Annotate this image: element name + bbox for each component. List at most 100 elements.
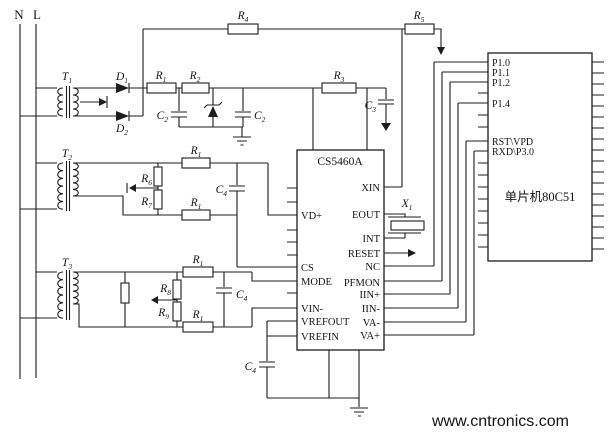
cs5460a-name: CS5460A bbox=[317, 156, 363, 168]
pin-vinminus: VIN- bbox=[301, 304, 324, 315]
label-c4-t3: C4 bbox=[236, 289, 248, 303]
pin-cs: CS bbox=[301, 263, 314, 274]
pin-vrefin: VREFIN bbox=[301, 332, 339, 343]
resistor-r1-t2-bot bbox=[181, 209, 211, 221]
capacitor-c2-right bbox=[235, 88, 251, 127]
resistor-r9 bbox=[172, 301, 182, 322]
pin-p11: P1.1 bbox=[492, 68, 510, 79]
label-t3: T3 bbox=[62, 257, 72, 271]
transformer-t1: T1 bbox=[57, 29, 147, 118]
capacitor-c2-left bbox=[171, 88, 187, 127]
label-c2-right: C2 bbox=[254, 110, 266, 124]
pin-vaminus: VA- bbox=[363, 318, 381, 329]
label-r1-t3-bot: R1 bbox=[192, 309, 204, 323]
label-c3: C3 bbox=[365, 100, 377, 114]
pin-int: INT bbox=[363, 234, 381, 245]
resistor-r3 bbox=[321, 82, 357, 94]
pin-iinplus: IIN+ bbox=[360, 290, 381, 301]
earth-ground bbox=[179, 126, 251, 146]
resistor-r1-t3-top bbox=[182, 266, 214, 278]
label-r1-t3-top: R1 bbox=[192, 254, 204, 268]
label-d1: D1 bbox=[115, 71, 128, 85]
label-r6: R6 bbox=[140, 173, 152, 187]
crystal-body bbox=[390, 220, 425, 231]
pin-rst-vpd: RST\VPD bbox=[492, 137, 533, 148]
resistor-r6 bbox=[153, 166, 163, 187]
resistor-r4 bbox=[227, 23, 259, 35]
top-supply-line: R4 R5 bbox=[143, 10, 445, 188]
resistor-r7 bbox=[153, 189, 163, 210]
label-t1: T1 bbox=[62, 71, 72, 85]
resistor-r2 bbox=[181, 82, 210, 94]
zener-diode bbox=[203, 88, 223, 127]
resistor-r8 bbox=[172, 279, 182, 300]
pin-p10: P1.0 bbox=[492, 58, 510, 69]
label-r7: R7 bbox=[140, 196, 152, 210]
cs5460a-left-ticks bbox=[287, 187, 297, 294]
capacitor-c3 bbox=[378, 88, 394, 123]
label-c4-t2: C4 bbox=[216, 184, 228, 198]
vref-decoupling: C4 bbox=[245, 320, 368, 417]
pin-vaplus: VA+ bbox=[360, 331, 380, 342]
mcu-body bbox=[487, 52, 593, 262]
capacitor-c4-t3 bbox=[216, 272, 232, 327]
wiper-arrow-t3 bbox=[151, 296, 158, 304]
pin-pfmon: PFMON bbox=[344, 278, 381, 289]
capacitor-c4-t2 bbox=[229, 163, 297, 268]
cs5460a-chip: CS5460A VD+ CS MODE VIN- VREFOUT VREFIN … bbox=[287, 149, 385, 351]
resistor-unlabeled bbox=[120, 282, 130, 304]
wiper-arrow-t2 bbox=[129, 184, 136, 192]
label-r4: R4 bbox=[237, 10, 249, 24]
pin-nc: NC bbox=[365, 262, 380, 273]
diode-d1 bbox=[116, 83, 129, 93]
pin-p14: P1.4 bbox=[492, 99, 510, 110]
bus-wires bbox=[384, 61, 488, 336]
label-t2: T2 bbox=[62, 148, 72, 162]
mcu-right-ticks bbox=[592, 61, 604, 250]
rail-l-label: L bbox=[33, 7, 41, 22]
resistor-r1-t3-bot bbox=[182, 321, 214, 333]
crystal-x1: X1 bbox=[384, 198, 425, 239]
center-tap-arrow bbox=[99, 98, 107, 106]
transformer-t3-network: T3 R8 R9 R1 R1 C4 bbox=[57, 254, 297, 333]
watermark: www.cntronics.com bbox=[431, 413, 569, 430]
pin-rxd-p30: RXD\P3.0 bbox=[492, 147, 534, 158]
label-r1-t2-top: R1 bbox=[190, 145, 202, 159]
label-r3: R3 bbox=[333, 70, 345, 84]
label-c4-ref: C4 bbox=[245, 361, 257, 375]
pin-vdplus: VD+ bbox=[301, 211, 322, 222]
pin-xin: XIN bbox=[361, 183, 380, 194]
ground-arrow bbox=[381, 123, 391, 131]
pin-vrefout: VREFOUT bbox=[301, 317, 350, 328]
pin-p12: P1.2 bbox=[492, 78, 510, 89]
cs5460a-body bbox=[296, 149, 385, 351]
power-rails: N L bbox=[14, 7, 57, 379]
earth-ground-bottom bbox=[350, 407, 368, 417]
mcu-left-ticks bbox=[478, 92, 488, 248]
mcu-name: 单片机80C51 bbox=[505, 190, 576, 204]
transformer-t2-network: T2 R6 R7 R1 R1 C4 bbox=[57, 145, 297, 268]
resistor-r1-t2-top bbox=[181, 157, 211, 169]
label-r5: R5 bbox=[413, 10, 425, 24]
pin-eout: EOUT bbox=[352, 210, 381, 221]
pin-reset: RESET bbox=[348, 249, 381, 260]
label-r1-rect: R1 bbox=[155, 70, 167, 84]
label-r1-t2-bot: R1 bbox=[190, 197, 202, 211]
label-c2-left: C2 bbox=[157, 110, 169, 124]
diode-d2 bbox=[116, 111, 129, 121]
label-r2: R2 bbox=[189, 70, 201, 84]
reset-arrow bbox=[408, 249, 416, 257]
label-r9: R9 bbox=[157, 307, 169, 321]
supply-filter-network: R1 R2 R3 C2 C2 C3 bbox=[146, 70, 394, 150]
rectifier-diodes: D1 D2 bbox=[115, 71, 130, 137]
pin-iinminus: IIN- bbox=[362, 304, 381, 315]
resistor-r1-rect bbox=[146, 82, 177, 94]
down-arrow bbox=[437, 47, 445, 55]
pin-mode: MODE bbox=[301, 277, 332, 288]
mcu-80c51-chip: P1.0 P1.1 P1.2 P1.4 RST\VPD RXD\P3.0 单片机… bbox=[478, 52, 604, 262]
label-r8: R8 bbox=[159, 283, 171, 297]
rail-n-label: N bbox=[14, 7, 24, 22]
label-d2: D2 bbox=[115, 123, 128, 137]
